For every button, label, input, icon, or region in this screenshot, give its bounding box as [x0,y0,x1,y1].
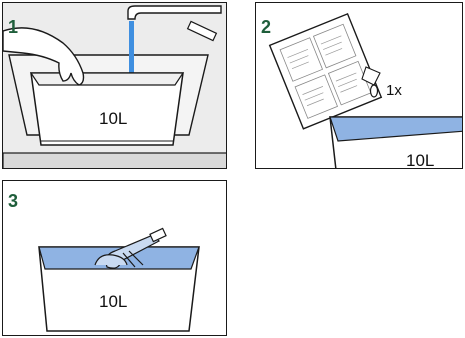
step-3-panel: 3 10L [2,180,227,336]
counter [3,153,227,169]
step-number-2: 2 [261,17,271,38]
quantity-label: 1x [386,82,402,99]
bin-volume-label: 10L [406,151,434,169]
step-number-1: 1 [8,17,18,38]
faucet-icon [128,6,221,19]
faucet-handle [188,21,217,40]
step-2-illustration: 1x 10L [256,3,463,169]
step-2-panel: 2 1x 10L [255,2,463,169]
step-number-3: 3 [8,191,18,212]
step-1-panel: 1 10L [2,2,227,169]
bin-rim [31,73,183,85]
tablet-icon [371,85,378,97]
bin-volume-label: 10L [99,292,127,311]
step-1-illustration: 10L [3,3,227,169]
step-3-illustration: 10L [3,181,227,336]
bin-volume-label: 10L [99,109,127,128]
